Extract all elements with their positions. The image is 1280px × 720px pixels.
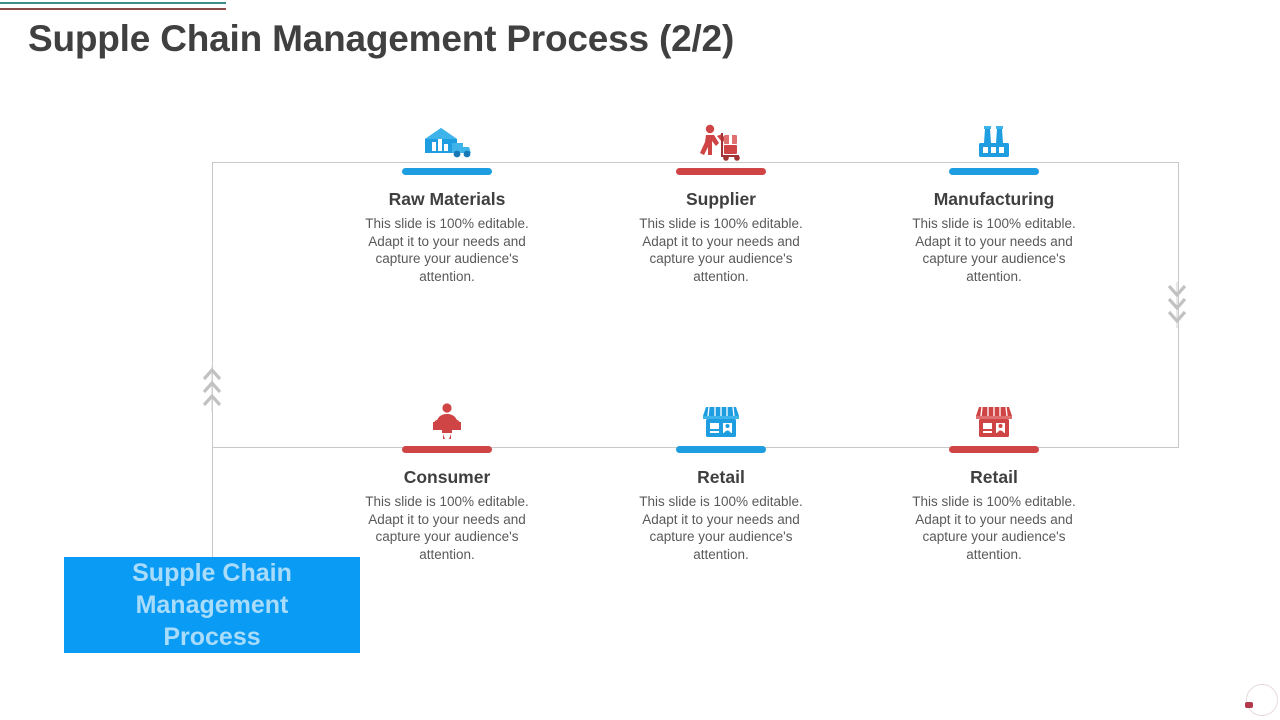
node-description: This slide is 100% editable. Adapt it to… — [912, 494, 1076, 562]
node-title: Consumer — [403, 467, 491, 487]
storefront-icon — [890, 403, 1098, 441]
warehouse-truck-icon — [343, 121, 551, 163]
process-node-raw-materials[interactable]: Raw Materials This slide is 100% editabl… — [343, 121, 551, 285]
page-title: Supple Chain Management Process (2/2) — [28, 18, 735, 59]
callout-text: Supple Chain Management Process — [132, 557, 292, 653]
node-title: Manufacturing — [933, 189, 1055, 209]
chevron-up-icon — [201, 366, 223, 412]
node-title: Retail — [970, 467, 1018, 487]
node-accent-bar — [949, 446, 1039, 453]
node-title: Retail — [697, 467, 745, 487]
node-accent-bar — [949, 168, 1039, 175]
callout-box[interactable]: Supple Chain Management Process — [64, 557, 360, 653]
node-description: This slide is 100% editable. Adapt it to… — [365, 216, 529, 284]
header-rule-red — [0, 8, 226, 10]
node-title: Supplier — [685, 189, 756, 209]
process-node-retail-1[interactable]: Retail This slide is 100% editable. Adap… — [617, 403, 825, 563]
node-accent-bar — [402, 168, 492, 175]
node-description: This slide is 100% editable. Adapt it to… — [365, 494, 529, 562]
worker-handcart-icon — [617, 121, 825, 163]
factory-icon — [890, 121, 1098, 163]
callout-line-2: Management — [135, 591, 289, 619]
node-description: This slide is 100% editable. Adapt it to… — [912, 216, 1076, 284]
chevron-down-icon — [1166, 282, 1188, 328]
process-node-manufacturing[interactable]: Manufacturing This slide is 100% editabl… — [890, 121, 1098, 285]
watermark-logo — [1245, 684, 1278, 716]
node-accent-bar — [676, 168, 766, 175]
node-description: This slide is 100% editable. Adapt it to… — [639, 494, 803, 562]
callout-line-3: Process — [163, 623, 261, 651]
node-title: Raw Materials — [388, 189, 506, 209]
callout-line-1: Supple Chain — [132, 559, 292, 587]
node-accent-bar — [402, 446, 492, 453]
process-node-consumer[interactable]: Consumer This slide is 100% editable. Ad… — [343, 403, 551, 563]
node-description: This slide is 100% editable. Adapt it to… — [639, 216, 803, 284]
process-node-supplier[interactable]: Supplier This slide is 100% editable. Ad… — [617, 121, 825, 285]
shopper-person-icon — [343, 403, 551, 441]
node-accent-bar — [676, 446, 766, 453]
header-rule-teal — [0, 2, 226, 4]
process-frame-left-extension — [212, 448, 213, 558]
process-node-retail-2[interactable]: Retail This slide is 100% editable. Adap… — [890, 403, 1098, 563]
storefront-icon — [617, 403, 825, 441]
